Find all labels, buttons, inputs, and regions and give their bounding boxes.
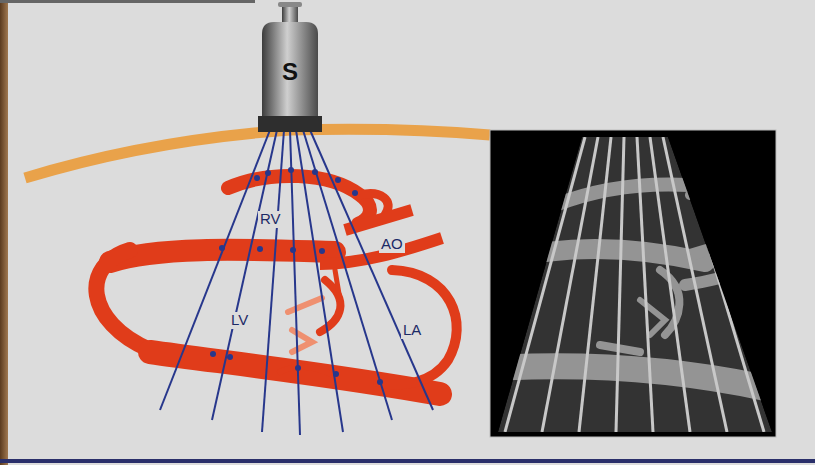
bottom-rule [0,459,815,463]
chamber-label: LA [401,322,423,339]
edge-strip [0,0,8,465]
heart-drawing [96,176,456,394]
echo-image [490,130,776,437]
chamber-label: AO [379,236,405,253]
transducer-node: S [275,57,305,87]
probe-letter: S [282,60,298,84]
top-rule [0,0,255,3]
echo-points [210,167,383,385]
chamber-label: LV [229,312,250,329]
mitral-valve [288,298,322,352]
chamber-label: RV [258,211,283,228]
scan-lines [160,130,433,435]
transducer-probe [258,2,322,132]
skin-layer [25,129,490,178]
